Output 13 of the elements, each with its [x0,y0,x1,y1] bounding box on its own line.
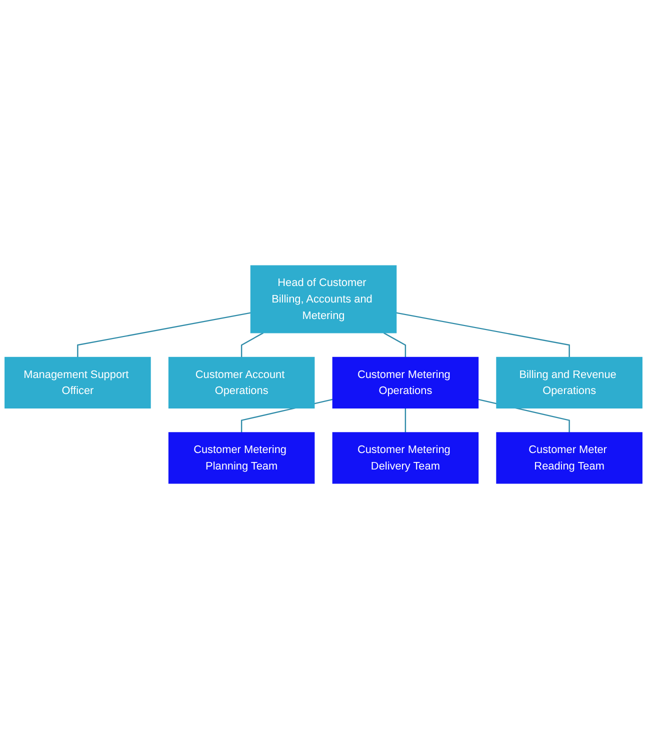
node-box: Billing and Revenue Operations [496,356,642,408]
node-box: Head of Customer Billing, Accounts and Metering [250,265,397,334]
node-box: Customer Metering Planning Team [168,432,315,484]
connector [77,312,251,358]
node-box: Customer Account Operations [168,356,315,408]
connector [404,408,406,432]
connector [383,332,406,358]
node-box: Customer Metering Delivery Team [332,432,479,484]
node-box: Customer Meter Reading Team [496,432,642,484]
connector [396,312,570,358]
node-box: Customer Metering Operations [332,356,479,408]
connector [240,332,264,358]
node-box: Management Support Officer [4,356,151,408]
